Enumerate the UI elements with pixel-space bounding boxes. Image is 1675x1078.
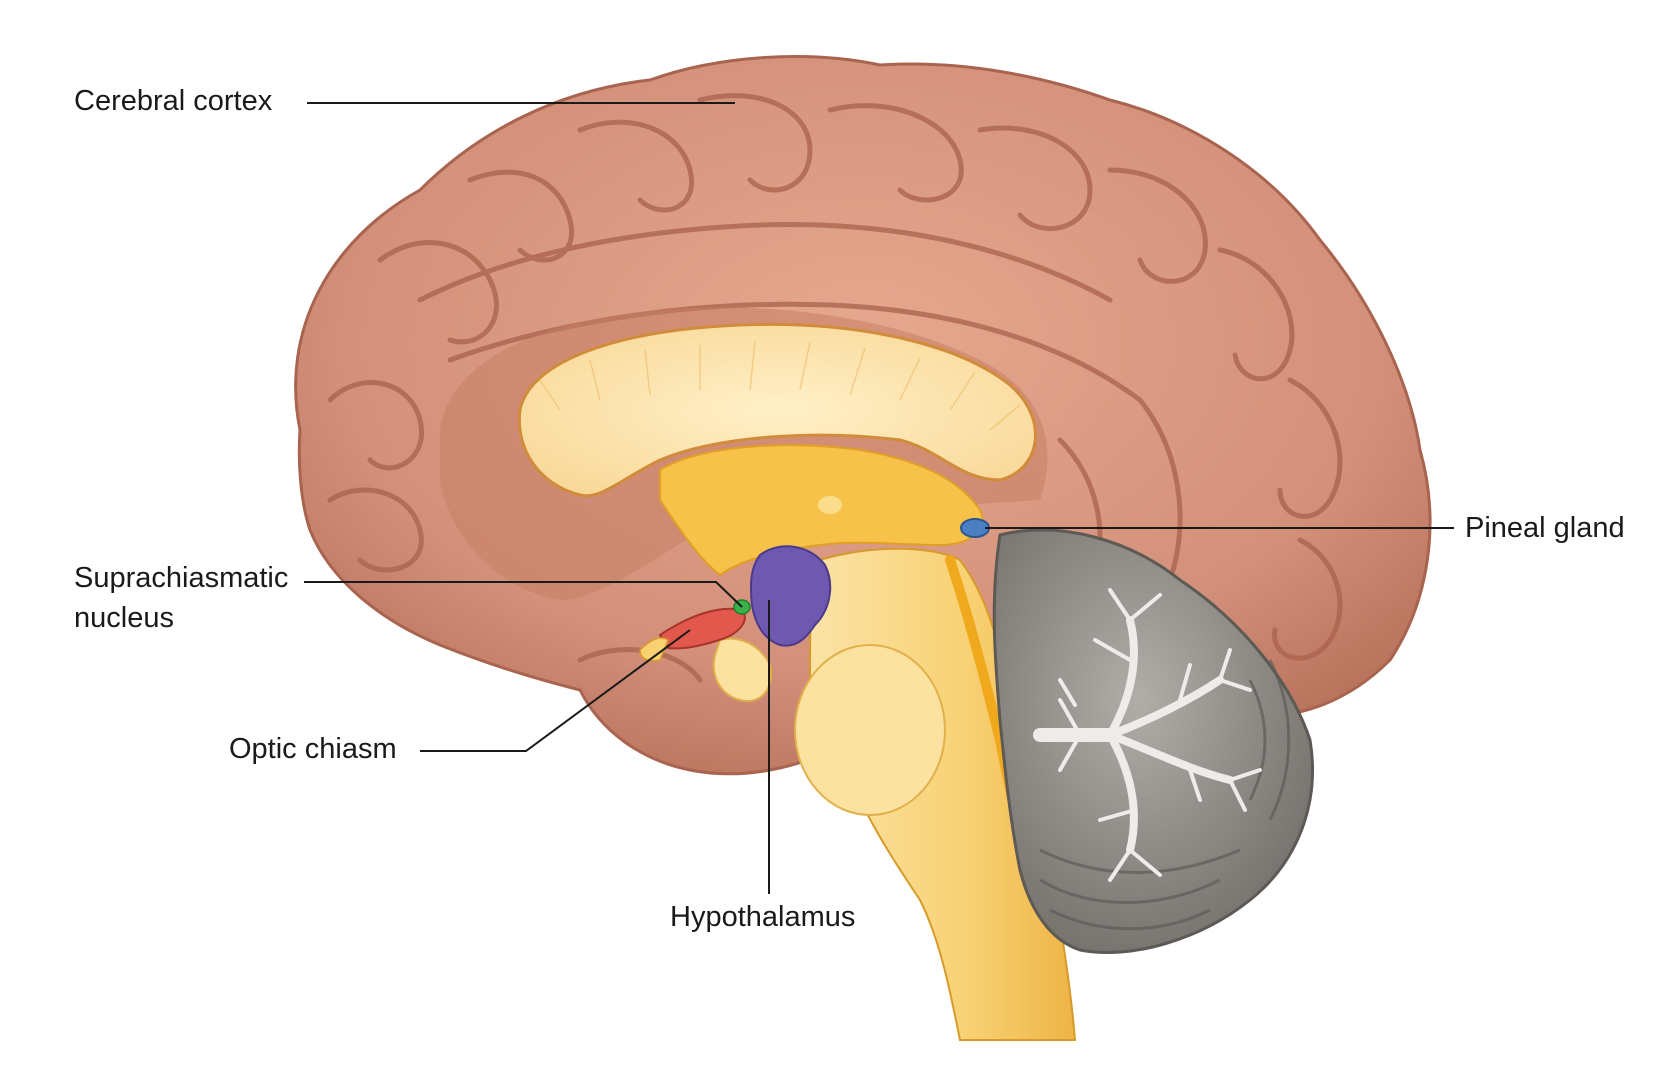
- callosum-fibers: [539, 341, 1021, 431]
- arbor-vitae: [1033, 588, 1262, 882]
- label-optic-chiasm: Optic chiasm: [229, 733, 397, 765]
- optic-chiasm: [658, 607, 746, 650]
- leader-optic-chiasm: [420, 629, 691, 752]
- hypothalamus: [750, 545, 832, 647]
- gyri-folds: [327, 93, 1343, 683]
- pons: [794, 644, 946, 816]
- cerebellum-folia: [1039, 659, 1291, 931]
- pineal-gland: [960, 518, 990, 538]
- cerebellum: [992, 528, 1314, 954]
- label-hypothalamus: Hypothalamus: [670, 901, 856, 933]
- label-suprachiasmatic-line1: Suprachiasmatic: [74, 562, 289, 594]
- label-suprachiasmatic-nucleus: Suprachiasmatic nucleus: [74, 558, 334, 638]
- corpus-callosum: [517, 322, 1037, 498]
- leader-suprachiasmatic: [304, 581, 743, 608]
- label-cerebral-cortex: Cerebral cortex: [74, 85, 273, 117]
- label-pineal-gland: Pineal gland: [1465, 512, 1625, 544]
- pituitary: [712, 637, 772, 702]
- interthalamic-adhesion: [818, 496, 842, 514]
- label-suprachiasmatic-line2: nucleus: [74, 602, 174, 634]
- leader-lines: [304, 102, 1454, 894]
